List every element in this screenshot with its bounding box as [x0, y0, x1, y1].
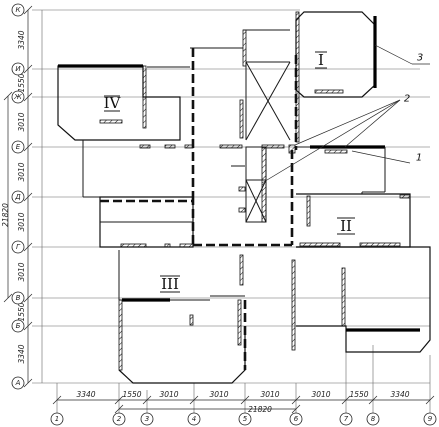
axis-marker-6: [289, 412, 303, 426]
svg-text:И: И: [15, 65, 21, 73]
section-iv-walls: [57, 64, 194, 198]
svg-text:7: 7: [344, 415, 349, 423]
svg-text:В: В: [16, 294, 21, 302]
bottom-dim-1: 3340: [76, 390, 95, 399]
section-i-walls: [295, 11, 386, 193]
axis-marker-d: [11, 190, 25, 204]
callout-1: 1: [416, 153, 422, 164]
axis-marker-2: [112, 412, 126, 426]
axis-marker-zh: [11, 90, 25, 104]
axis-marker-1: [50, 412, 64, 426]
vertical-axis-markers: 1 2 3 4 5 6 7 8 9: [50, 412, 437, 426]
bottom-dim-total: 21820: [248, 405, 272, 414]
axis-marker-8: [366, 412, 380, 426]
axis-marker-4: [187, 412, 201, 426]
bottom-dim-4: 3010: [209, 390, 228, 399]
svg-text:3: 3: [145, 415, 149, 423]
axis-marker-i: [11, 62, 25, 76]
bottom-dim-2: 1550: [122, 390, 141, 399]
svg-text:Ж: Ж: [13, 93, 22, 101]
left-dim-4: 3010: [17, 162, 26, 181]
axis-marker-3: [140, 412, 154, 426]
left-dimension-chain: 3340 1550 3010 3010 3010 3010 1550 3340 …: [1, 5, 33, 388]
left-dim-7: 1550: [17, 302, 26, 321]
svg-text:6: 6: [294, 415, 299, 423]
axis-marker-9: [423, 412, 437, 426]
axis-marker-e: [11, 140, 25, 154]
axis-marker-g: [11, 240, 25, 254]
left-dim-total: 21820: [1, 203, 10, 227]
section-label-ii: II: [340, 217, 352, 235]
axis-marker-7: [339, 412, 353, 426]
svg-text:Г: Г: [16, 243, 21, 251]
grid-lines: [32, 9, 431, 420]
svg-text:8: 8: [371, 415, 376, 423]
bottom-dim-7: 1550: [349, 390, 368, 399]
left-dim-2: 1550: [17, 73, 26, 92]
svg-text:4: 4: [192, 415, 196, 423]
svg-text:Д: Д: [14, 193, 21, 201]
section-label-i: I: [318, 51, 324, 69]
svg-text:А: А: [15, 379, 21, 387]
left-dim-6: 3010: [17, 262, 26, 281]
left-dim-1: 3340: [17, 30, 26, 49]
svg-text:1: 1: [55, 415, 59, 423]
svg-text:Б: Б: [16, 322, 21, 330]
axis-marker-b: [11, 319, 25, 333]
section-label-iii: III: [161, 275, 179, 293]
bottom-dim-8: 3340: [390, 390, 409, 399]
axis-marker-5: [238, 412, 252, 426]
left-dim-8: 3340: [17, 344, 26, 363]
section-ii-walls: [291, 192, 431, 353]
central-core-walls: [190, 29, 298, 247]
svg-text:5: 5: [243, 415, 248, 423]
left-dim-3: 3010: [17, 112, 26, 131]
svg-text:2: 2: [117, 415, 122, 423]
section-label-iv: IV: [104, 94, 122, 112]
svg-text:Е: Е: [16, 143, 21, 151]
svg-text:9: 9: [428, 415, 433, 423]
bottom-dim-5: 3010: [260, 390, 279, 399]
axis-marker-a: [11, 376, 25, 390]
svg-text:К: К: [16, 6, 22, 14]
callout-2: 2: [404, 94, 410, 105]
callout-3: 3: [417, 53, 423, 64]
bottom-dim-3: 3010: [159, 390, 178, 399]
horizontal-axis-markers: К И Ж Е Д Г В Б А: [11, 3, 25, 390]
section-iii-walls: [99, 196, 247, 384]
axis-marker-v: [11, 291, 25, 305]
callout-leaders: [261, 44, 430, 184]
bottom-dimension-chain: 3340 1550 3010 3010 3010 3010 1550 3340 …: [52, 390, 435, 414]
axis-marker-k: [11, 3, 25, 17]
bottom-dim-6: 3010: [311, 390, 330, 399]
left-dim-5: 3010: [17, 212, 26, 231]
